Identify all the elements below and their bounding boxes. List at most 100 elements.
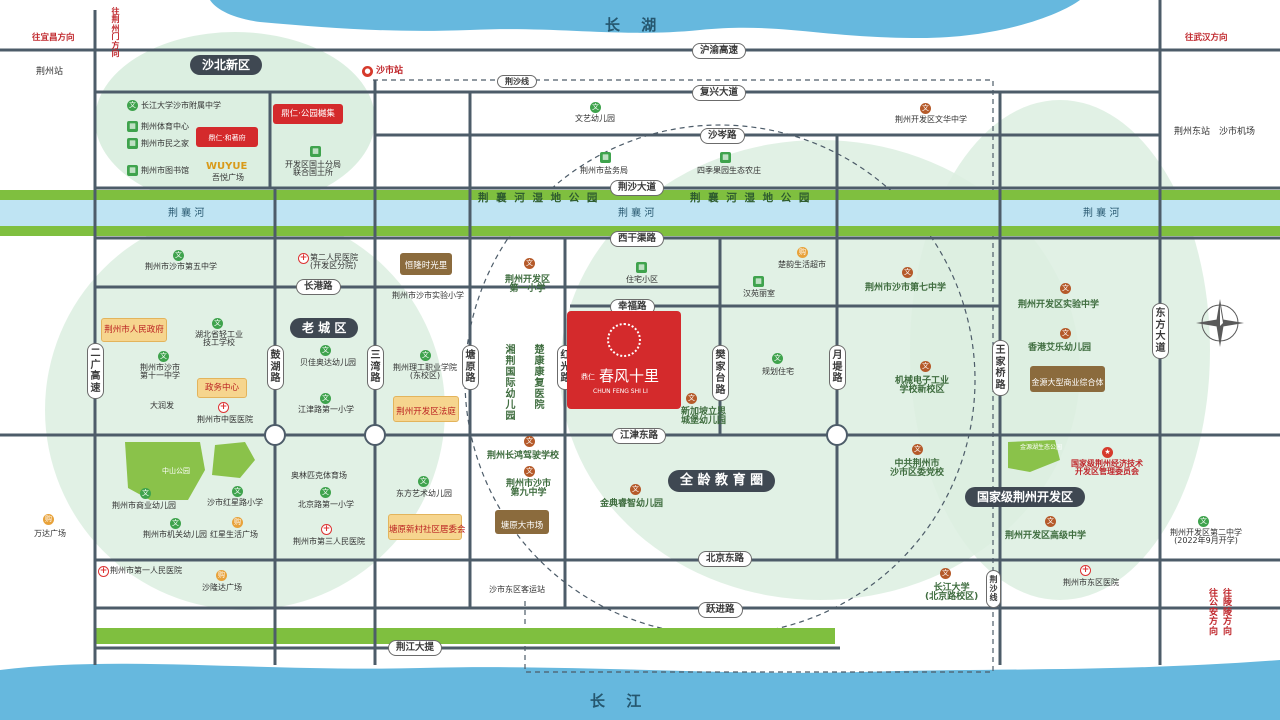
road-guhu: 鼓湖路 <box>267 345 284 390</box>
transport-shashi-station: 沙市站 <box>376 66 404 76</box>
place-wenhua: 荆州开发区文华中学 <box>895 115 967 124</box>
place-zhongshan: 中山公园 <box>162 467 190 475</box>
place-siji: 四季果园生态农庄 <box>697 166 761 175</box>
school-icon: 文 <box>320 487 331 498</box>
place-aolin: 奥林匹克体育场 <box>291 471 347 480</box>
school-icon: 文 <box>232 486 243 497</box>
place-gongye: 湖北省轻工业 技工学校 <box>195 330 243 347</box>
school-icon: 文 <box>1045 516 1056 527</box>
brand-hotel: 鼎仁·公园樾集 <box>273 104 343 124</box>
school-icon: 文 <box>127 100 138 111</box>
place-yanwu: 荆州市盐务局 <box>580 166 628 175</box>
transport-jingzhou-station: 荆州站 <box>36 67 64 77</box>
road-fuxing: 复兴大道 <box>692 85 747 101</box>
school-icon: 文 <box>320 393 331 404</box>
place-library: 荆州市图书馆 <box>141 166 189 175</box>
road-yuedi: 月堤路 <box>829 345 846 390</box>
place-yangtze-school: 长江大学沙市附属中学 <box>141 101 221 110</box>
place-wenyi: 文艺幼儿园 <box>575 114 615 123</box>
place-no7: 荆州市沙市第七中学 <box>865 283 947 293</box>
place-hospital1: 荆州市第一人民医院 <box>110 566 182 575</box>
yangtze-label: 长 江 <box>590 692 650 710</box>
building-icon: ▦ <box>600 152 611 163</box>
wuyue-logo: WUYUE <box>206 161 248 172</box>
road-changgang: 长港路 <box>296 279 341 295</box>
place-wanda: 万达广场 <box>34 529 66 538</box>
rail-station-icon: ● <box>362 66 373 77</box>
place-citizen: 荆州市民之家 <box>141 139 189 148</box>
school-icon: 文 <box>902 267 913 278</box>
government-icon: ★ <box>1102 447 1113 458</box>
school-icon: 文 <box>212 318 223 329</box>
building-icon: ▦ <box>753 276 764 287</box>
school-icon: 文 <box>524 258 535 269</box>
place-sports: 荆州体育中心 <box>141 122 189 131</box>
road-rail-label: 荆沙线 <box>497 75 537 88</box>
hospital-icon: + <box>298 253 309 264</box>
place-chukang: 楚康康复医院 <box>534 345 545 411</box>
road-wangjiaqiao: 王家桥路 <box>992 340 1009 396</box>
place-shangye: 荆州市商业幼儿园 <box>112 501 176 510</box>
hospital-icon: + <box>321 524 332 535</box>
road-rail-label-2: 荆沙线 <box>986 570 1001 608</box>
place-police: 开发区国土分局 联合国土所 <box>285 160 341 177</box>
place-jinyuan: 金源大型商业综合体 <box>1030 366 1105 392</box>
road-jingsha: 荆沙大道 <box>610 180 665 196</box>
wuyue-plaza: 吾悦广场 <box>212 173 244 182</box>
school-icon: 文 <box>140 488 151 499</box>
place-shiyan: 荆州市沙市实验小学 <box>392 291 464 300</box>
place-zhuzhai: 住宅小区 <box>626 275 658 284</box>
yangtze-shape <box>0 660 1280 720</box>
school-icon: 文 <box>940 568 951 579</box>
school-icon: 文 <box>524 436 535 447</box>
place-beijia: 贝佳奥达幼儿园 <box>300 358 356 367</box>
direction-lingling: 往陵陵方向 <box>1222 589 1232 637</box>
place-gaoji: 荆州开发区高级中学 <box>1005 531 1087 541</box>
place-no9: 荆州市沙市 第九中学 <box>506 479 552 498</box>
direction-yichang: 往宜昌方向 <box>32 33 75 43</box>
school-icon: 文 <box>920 361 931 372</box>
shop-icon: 购 <box>797 247 808 258</box>
school-icon: 文 <box>158 351 169 362</box>
place-hanyuan: 汉苑丽室 <box>743 289 775 298</box>
shabei-zone <box>95 32 375 208</box>
road-eryi: 二广高速 <box>87 343 104 399</box>
project-block[interactable]: 鼎仁 春风十里 CHUN FENG SHI LI <box>567 311 681 409</box>
school-icon: 文 <box>590 102 601 113</box>
direction-jingzhoumen: 往荆州门方向 <box>111 7 120 58</box>
school-icon: 文 <box>173 250 184 261</box>
place-jixie: 机械电子工业 学校新校区 <box>895 376 950 395</box>
building-icon: ▦ <box>127 138 138 149</box>
jingxiang-park-west: 荆 襄 河 湿 地 公 园 <box>478 192 600 204</box>
place-honglian: 红星生活广场 <box>210 530 258 539</box>
place-zhengwu: 政务中心 <box>197 378 247 398</box>
laocheng-zone <box>45 210 445 610</box>
building-icon: ▦ <box>127 121 138 132</box>
compass-rose <box>1196 299 1244 347</box>
place-gov: 荆州市人民政府 <box>101 318 167 342</box>
school-icon: 文 <box>320 345 331 356</box>
road-network <box>0 0 1280 665</box>
place-tangyuan-market: 塘原大市场 <box>495 510 549 534</box>
jingxiang-river-mid: 荆 襄 河 <box>618 208 655 219</box>
place-shalong: 沙隆达广场 <box>202 583 242 592</box>
place-dongfang-art: 东方艺术幼儿园 <box>396 489 452 498</box>
road-jiangjin: 江津东路 <box>612 428 667 444</box>
place-hospital2: 第二人民医院 (开发区分院) <box>310 253 358 270</box>
place-xinjiapo: 新加坡立思 城堡幼儿园 <box>681 407 727 426</box>
road-tangyuan: 塘原路 <box>462 345 479 390</box>
building-icon: ▦ <box>636 262 647 273</box>
hospital-icon: + <box>98 566 109 577</box>
road-sanwan: 三湾路 <box>367 345 384 390</box>
transport-bus-station: 沙市东区客运站 <box>489 585 545 594</box>
place-beijing-xiao: 北京路第一小学 <box>298 500 354 509</box>
school-icon: 文 <box>418 476 429 487</box>
direction-gongan: 往公安方向 <box>1208 589 1218 637</box>
place-no5: 荆州市沙市第五中学 <box>145 262 217 271</box>
school-icon: 文 <box>912 444 923 455</box>
place-hospital3: 荆州市第三人民医院 <box>293 537 365 546</box>
hospital-icon: + <box>218 402 229 413</box>
lake-label: 长 湖 <box>605 16 665 34</box>
